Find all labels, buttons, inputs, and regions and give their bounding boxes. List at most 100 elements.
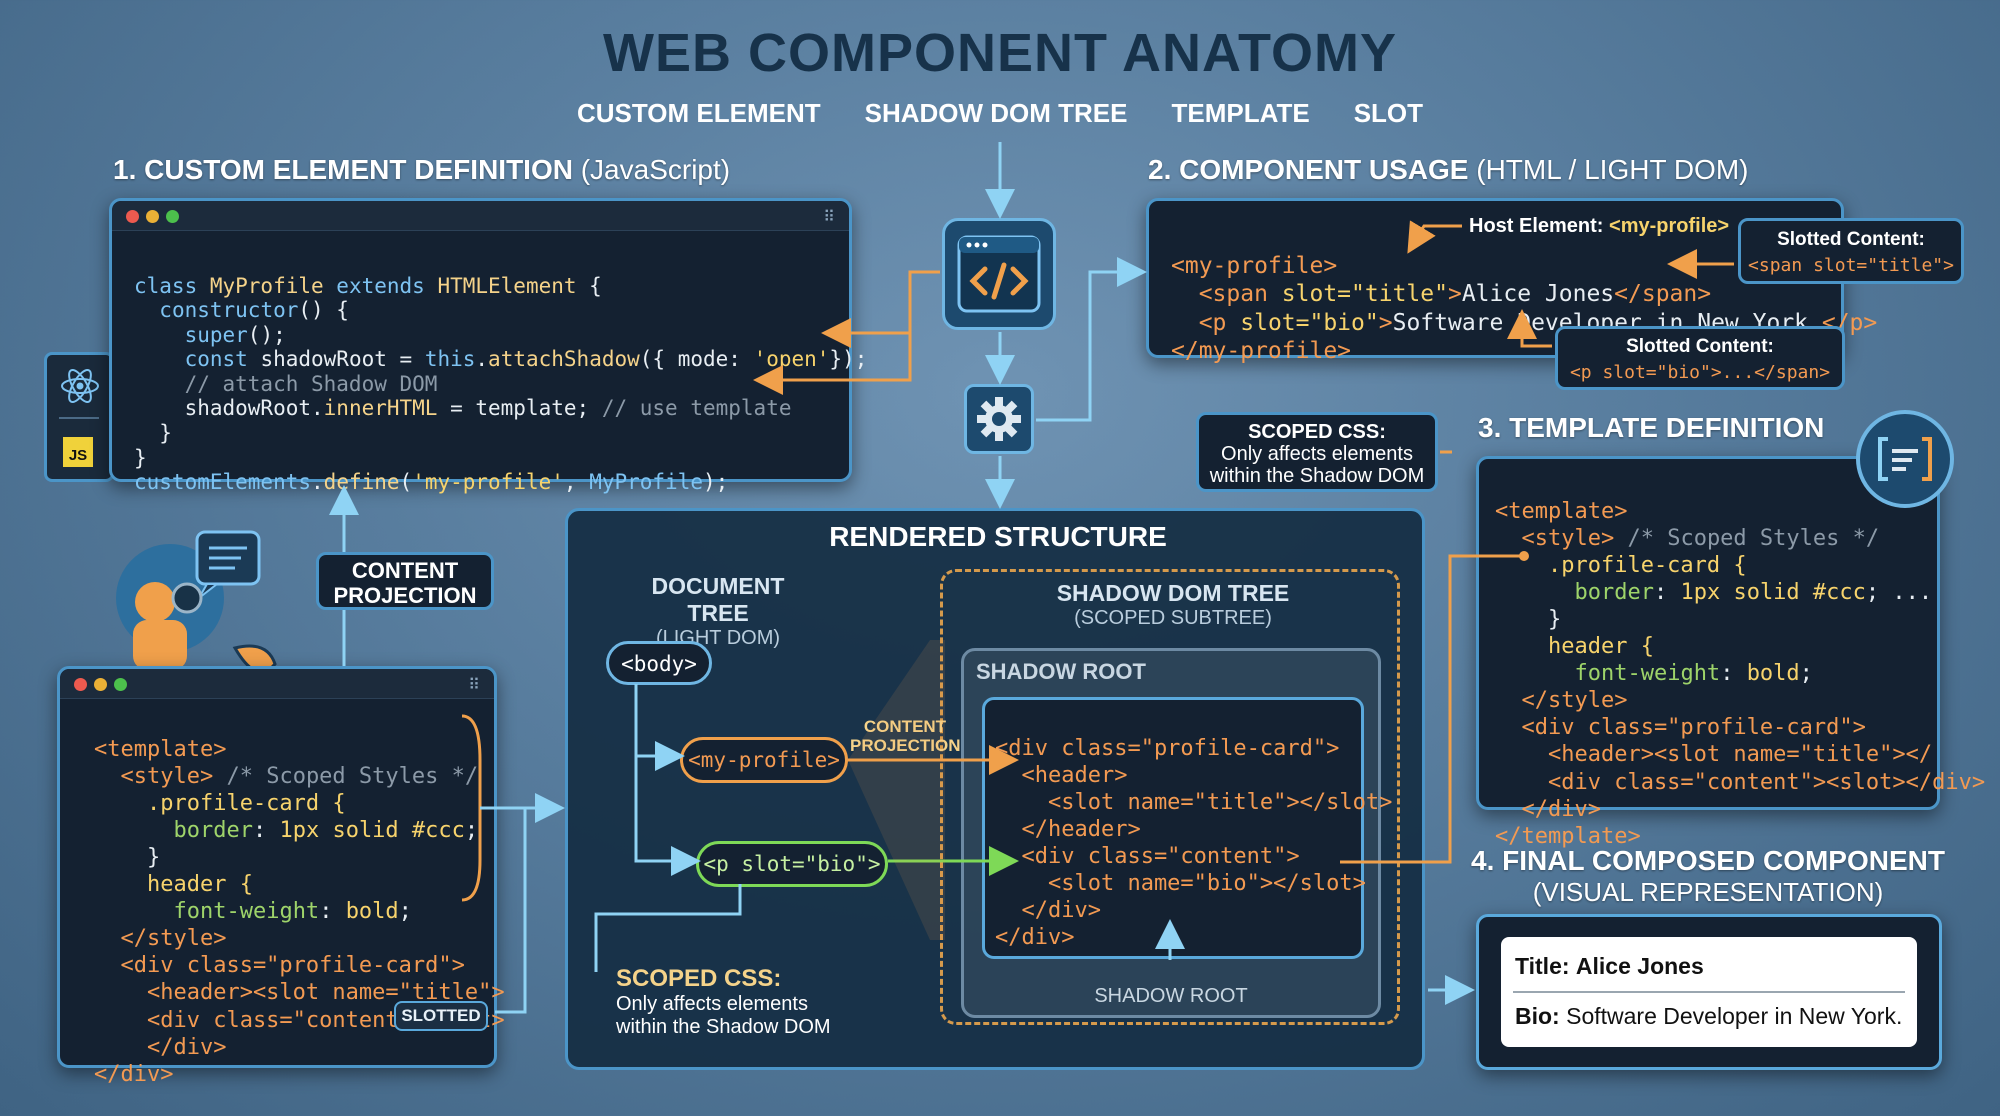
shadow-dom-heading: SHADOW DOM TREE (SCOPED SUBTREE) — [1056, 580, 1290, 629]
slotted-title-callout: Slotted Content: <span slot="title"> — [1738, 218, 1964, 284]
react-icon — [57, 363, 103, 409]
code-line: header { — [1495, 634, 1654, 660]
profile-card: Title: Alice Jones Bio: Software Develop… — [1501, 937, 1917, 1047]
code-line: constructor() { — [159, 298, 349, 323]
minimize-dot-icon[interactable] — [146, 210, 159, 223]
code-icon — [942, 218, 1056, 330]
code-line: <div class="profile-card"> — [94, 953, 465, 979]
card-divider — [1513, 991, 1905, 993]
shadow-root-label: SHADOW ROOT — [976, 659, 1146, 684]
my-profile-pill: <my-profile> — [680, 737, 848, 783]
document-tree-heading: DOCUMENT TREE (LIGHT DOM) — [651, 573, 785, 649]
code-line: const shadowRoot = this.attachShadow({ m… — [184, 347, 868, 372]
section-4-heading: 4. FINAL COMPOSED COMPONENT (VISUAL REPR… — [1471, 845, 1945, 907]
body-pill: <body> — [606, 641, 712, 685]
chip-slot: SLOT — [1353, 98, 1424, 128]
host-element-label: Host Element: <my-profile> — [1469, 215, 1730, 237]
code-line: </div> — [995, 898, 1101, 924]
developer-illustration — [85, 528, 295, 688]
shadow-root-box: SHADOW ROOT <div class="profile-card"> <… — [961, 648, 1392, 1018]
code-line: } — [94, 845, 161, 871]
code-line: <div class="content"><slot></div> — [1495, 769, 1986, 795]
rendered-structure-panel: RENDERED STRUCTURE DOCUMENT TREE (LIGHT … — [565, 508, 1425, 1070]
code-line: </div> — [1495, 796, 1601, 822]
code-line: <span slot="title">Alice Jones</span> — [1198, 281, 1712, 308]
page-title: WEB COMPONENT ANATOMY — [603, 23, 1397, 83]
template-definition-code: <template> <style> /* Scoped Styles */ .… — [1495, 471, 1985, 904]
code-line: font-weight: bold; — [1574, 661, 1813, 687]
code-line: </div> — [94, 1061, 174, 1087]
code-line: <div class="profile-card"> — [1495, 715, 1866, 741]
section-1-heading: 1. CUSTOM ELEMENT DEFINITION (JavaScript… — [113, 154, 731, 185]
code-line: border: 1px solid #ccc; ... — [1574, 580, 1933, 606]
final-component-window: Title: Alice Jones Bio: Software Develop… — [1476, 914, 1942, 1070]
code-line: .profile-card { — [1495, 553, 1747, 579]
tool-sidebar: JS — [44, 352, 114, 482]
custom-element-code-window: ⠿ class MyProfile extends HTMLElement { … — [109, 198, 867, 494]
close-dot-icon[interactable] — [74, 678, 87, 691]
window-titlebar: ⠿ — [112, 201, 849, 231]
code-line: </header> — [995, 817, 1141, 843]
concept-chips: CUSTOM ELEMENT SHADOW DOM TREE TEMPLATE … — [0, 98, 2000, 129]
code-line: header { — [94, 872, 253, 898]
code-line: } — [134, 420, 172, 445]
gear-icon — [964, 384, 1034, 454]
code-line: } — [134, 445, 147, 470]
js-code-block: class MyProfile extends HTMLElement { co… — [134, 249, 867, 544]
sidebar-divider — [59, 417, 99, 419]
code-line: <style> /* Scoped Styles */ — [120, 764, 479, 790]
maximize-dot-icon[interactable] — [166, 210, 179, 223]
code-line: </style> — [1495, 688, 1628, 714]
template-code-window: ⠿ <template> <style> /* Scoped Styles */… — [57, 666, 505, 1087]
code-line: </div> — [94, 1034, 227, 1060]
minimize-dot-icon[interactable] — [94, 678, 107, 691]
code-line: </template> — [1495, 823, 1641, 849]
template-definition-window: <template> <style> /* Scoped Styles */ .… — [1476, 456, 1985, 849]
maximize-dot-icon[interactable] — [114, 678, 127, 691]
scoped-css-note: SCOPED CSS: Only affects elements within… — [616, 965, 831, 1038]
code-line: </my-profile> — [1171, 338, 1352, 365]
code-line: <div class="content"> — [995, 844, 1300, 870]
code-line: <slot name="bio"></slot> — [995, 871, 1366, 897]
shadow-code-window: <div class="profile-card"> <header> <slo… — [982, 697, 1392, 959]
code-line: <template> — [1495, 499, 1628, 525]
slotted-badge: SLOTTED — [394, 1001, 488, 1031]
chip-template: TEMPLATE — [1171, 98, 1310, 128]
code-line: </div> — [995, 925, 1075, 951]
code-line: <template> — [94, 737, 227, 763]
scoped-css-callout: SCOPED CSS: Only affects elements within… — [1196, 412, 1438, 492]
section-3-heading: 3. TEMPLATE DEFINITION — [1478, 412, 1825, 443]
code-line: shadowRoot.innerHTML = template; // use … — [134, 396, 792, 421]
window-titlebar: ⠿ — [60, 669, 494, 699]
profile-title: Title: Alice Jones — [1515, 953, 1704, 979]
code-line: font-weight: bold; — [173, 899, 412, 925]
shadow-root-bottom-label: SHADOW ROOT — [1094, 985, 1248, 1007]
code-line: .profile-card { — [94, 791, 346, 817]
close-dot-icon[interactable] — [126, 210, 139, 223]
code-line: super(); — [184, 322, 286, 347]
code-line: border: 1px solid #ccc; — [173, 818, 479, 844]
content-projection-box: CONTENT PROJECTION — [316, 552, 494, 610]
shadow-dom-region: SHADOW DOM TREE (SCOPED SUBTREE) SHADOW … — [940, 569, 1400, 1025]
code-line: </style> — [94, 926, 227, 952]
grip-icon: ⠿ — [823, 209, 835, 226]
chip-custom-element: CUSTOM ELEMENT — [576, 98, 821, 128]
shadow-code: <div class="profile-card"> <header> <slo… — [995, 708, 1392, 1006]
template-icon — [1856, 410, 1954, 508]
p-slot-bio-pill: <p slot="bio"> — [696, 841, 888, 887]
code-line: <header> — [995, 763, 1128, 789]
rendered-structure-title: RENDERED STRUCTURE — [829, 521, 1167, 552]
code-line: <my-profile> — [1171, 252, 1338, 279]
code-line: <header><slot name="title"></ — [1495, 742, 1933, 768]
code-line: <style> /* Scoped Styles */ — [1521, 526, 1880, 552]
left-template-code: <template> <style> /* Scoped Styles */ .… — [94, 709, 505, 1116]
code-line: } — [1495, 607, 1562, 633]
code-line: <slot name="title"></slot> — [995, 790, 1393, 816]
code-line: class MyProfile extends HTMLElement { — [134, 273, 602, 298]
code-line: customElements.define('my-profile', MyPr… — [134, 470, 729, 495]
content-projection-label: CONTENT PROJECTION — [850, 717, 961, 755]
section-2-heading: 2. COMPONENT USAGE (HTML / LIGHT DOM) — [1148, 154, 1749, 185]
profile-bio: Bio: Software Developer in New York. — [1515, 1003, 1903, 1029]
chip-shadow-dom-tree: SHADOW DOM TREE — [864, 98, 1128, 128]
grip-icon: ⠿ — [468, 677, 480, 694]
